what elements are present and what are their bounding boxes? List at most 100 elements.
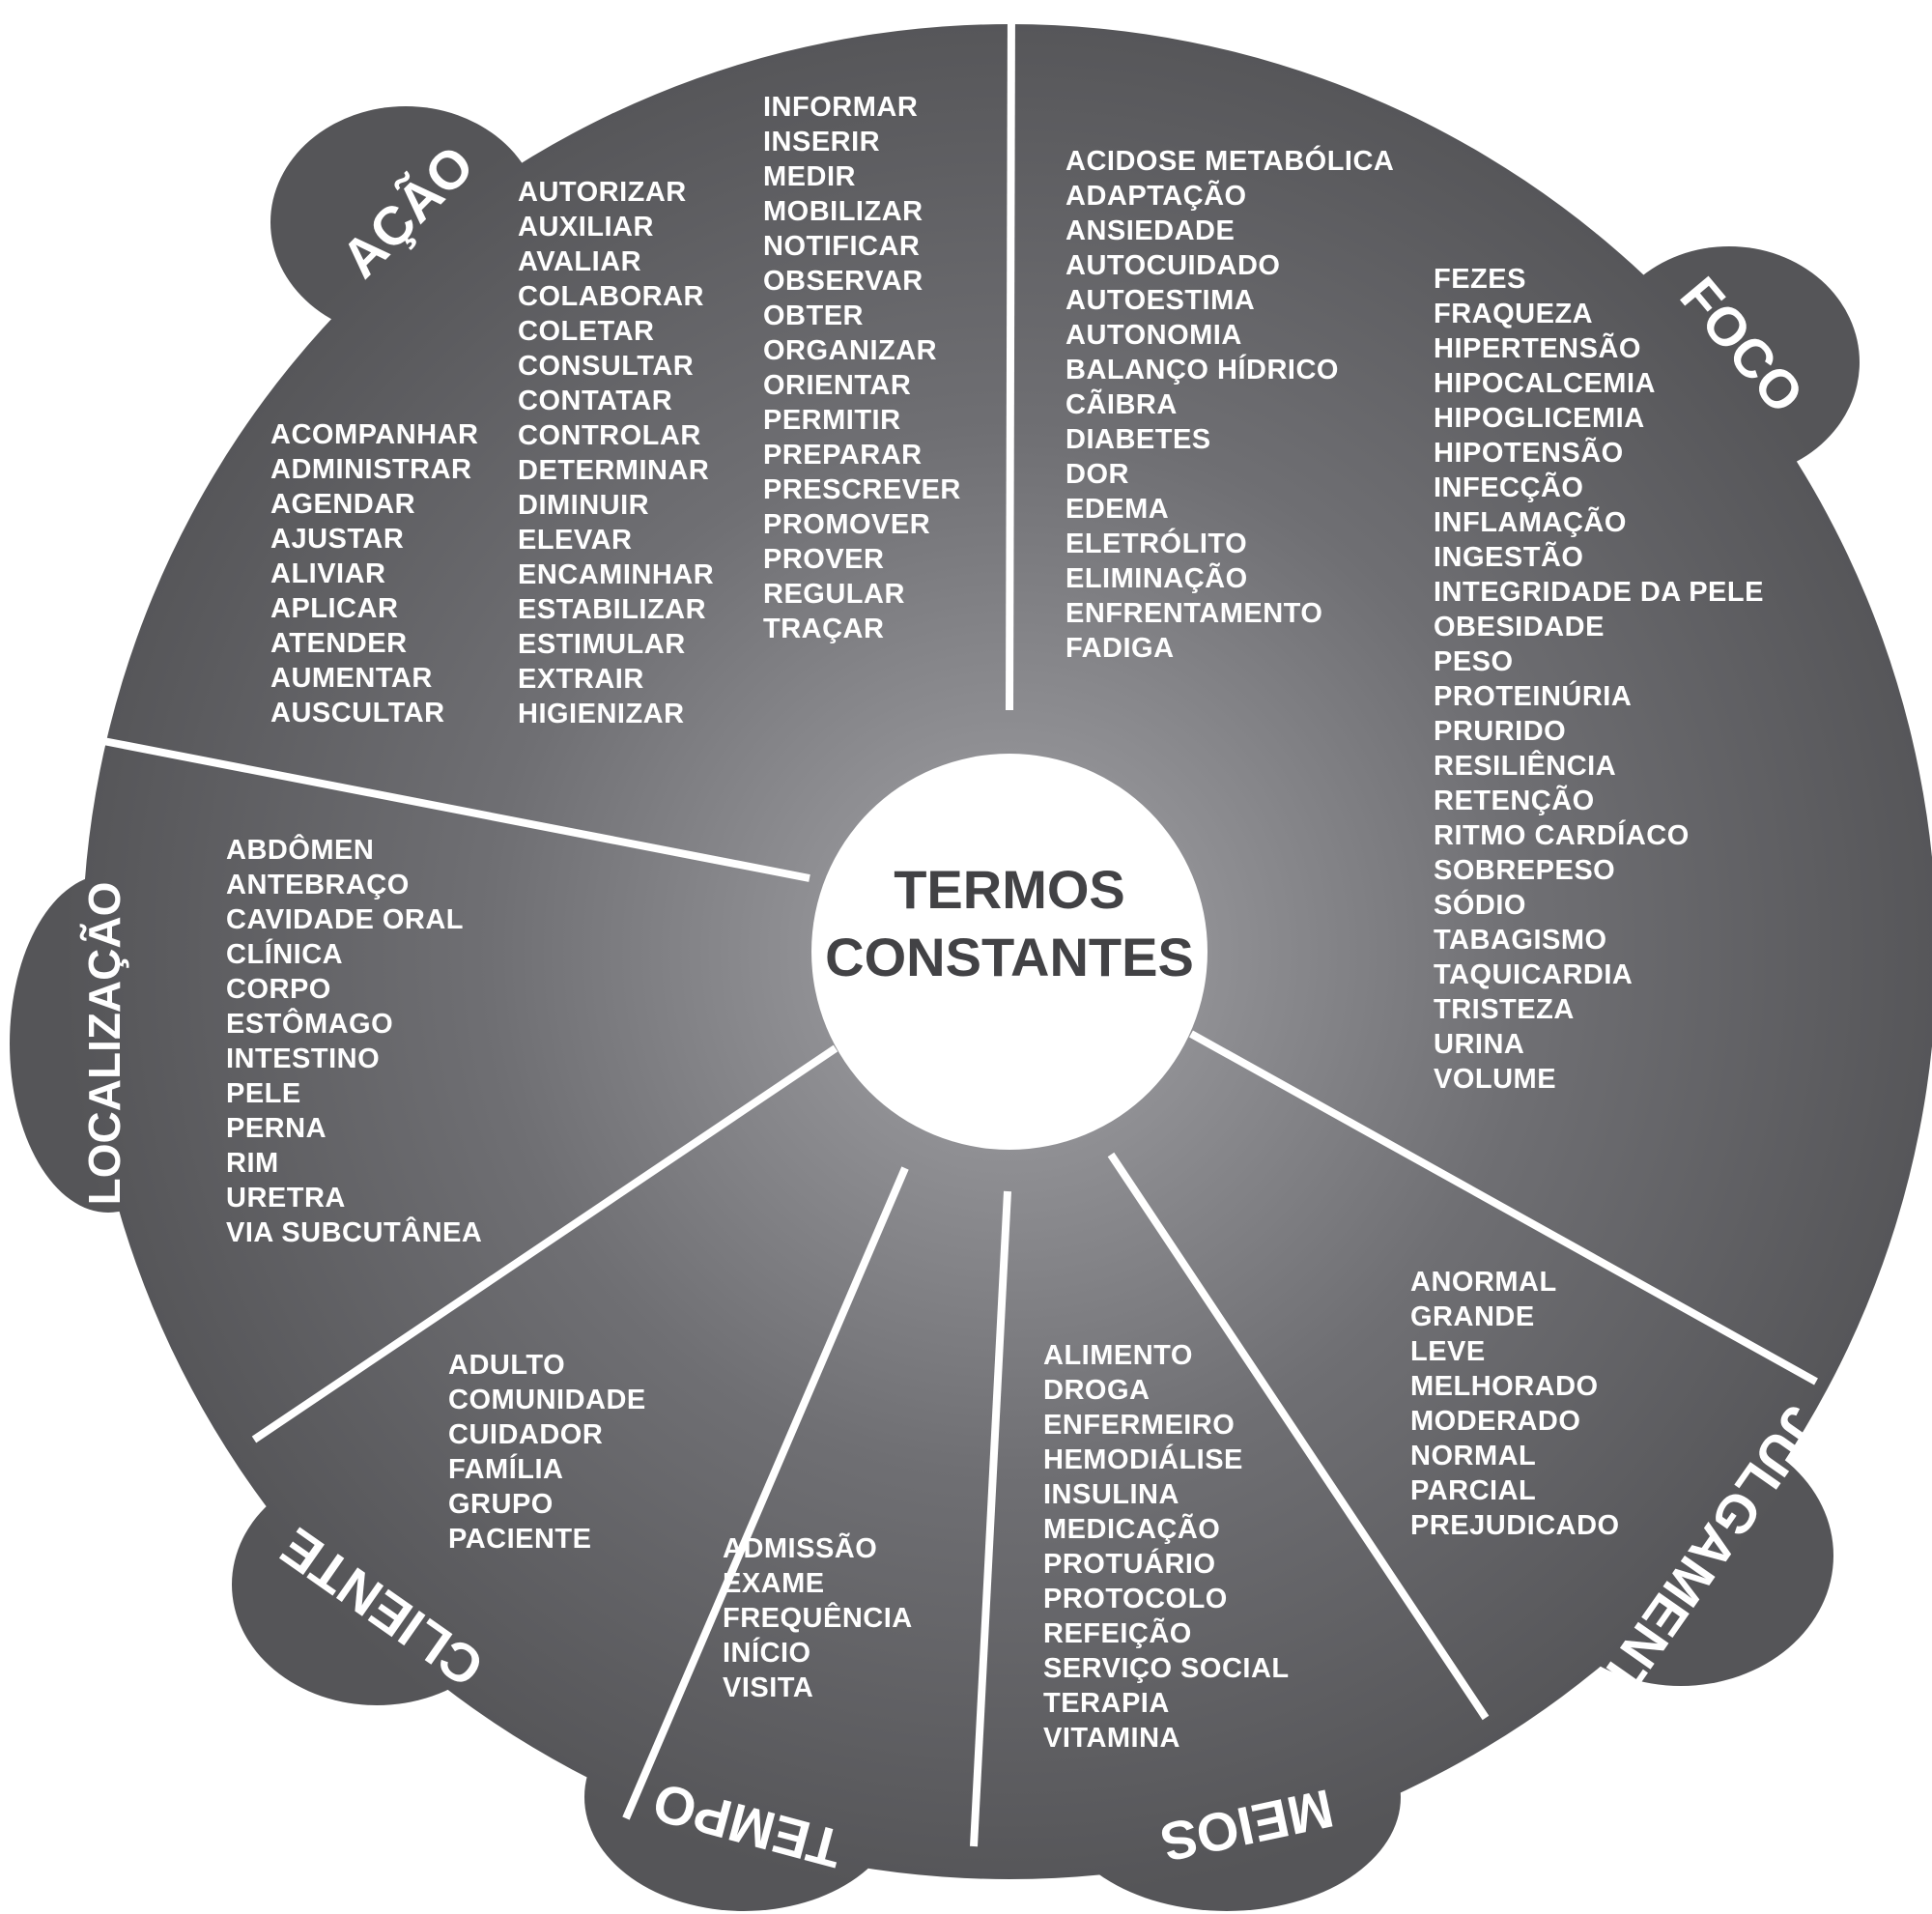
term-foco: SÓDIO (1434, 888, 1526, 921)
divider-acao-foco (1006, 0, 1015, 711)
term-meios: DROGA (1043, 1375, 1150, 1406)
term-acao: AJUSTAR (270, 524, 404, 555)
term-cliente: GRUPO (448, 1489, 554, 1520)
term-meios: TERAPIA (1043, 1688, 1170, 1719)
term-acao: EXTRAIR (518, 664, 644, 695)
term-acao: CONTATAR (518, 386, 672, 416)
term-localizacao: CLÍNICA (226, 937, 343, 970)
term-foco: INGESTÃO (1434, 540, 1583, 573)
term-localizacao: PERNA (226, 1113, 327, 1144)
term-foco: DOR (1065, 459, 1129, 490)
term-meios: ENFERMEIRO (1043, 1410, 1235, 1441)
term-localizacao: VIA SUBCUTÂNEA (226, 1215, 482, 1248)
divider-tempo-cliente (622, 1166, 909, 1820)
term-foco: HIPOTENSÃO (1434, 436, 1624, 469)
term-acao: DETERMINAR (518, 455, 709, 486)
term-meios: PROTUÁRIO (1043, 1547, 1216, 1580)
term-foco: INFLAMAÇÃO (1434, 505, 1627, 538)
term-acao: PERMITIR (763, 405, 901, 436)
terms-meios: ALIMENTODROGAENFERMEIROHEMODIÁLISEINSULI… (1043, 1340, 1289, 1754)
term-julgamento: GRANDE (1410, 1301, 1535, 1332)
term-acao: PRESCREVER (763, 474, 961, 505)
term-localizacao: ANTEBRAÇO (226, 870, 410, 900)
term-meios: ALIMENTO (1043, 1340, 1193, 1371)
term-julgamento: ANORMAL (1410, 1267, 1557, 1298)
term-foco: RETENÇÃO (1434, 784, 1595, 816)
term-localizacao: URETRA (226, 1183, 346, 1214)
term-acao: COLETAR (518, 316, 655, 347)
center-circle (811, 754, 1208, 1150)
term-julgamento: PREJUDICADO (1410, 1510, 1620, 1541)
term-acao: HIGIENIZAR (518, 699, 685, 729)
term-tempo: FREQUÊNCIA (723, 1601, 913, 1634)
term-foco: ELETRÓLITO (1065, 527, 1247, 559)
sector-dividers (102, 0, 1818, 1847)
term-foco: PROTEINÚRIA (1434, 679, 1632, 712)
term-cliente: ADULTO (448, 1350, 565, 1381)
term-localizacao: PELE (226, 1078, 301, 1109)
term-acao: ESTIMULAR (518, 629, 686, 660)
term-acao: AUMENTAR (270, 663, 433, 694)
term-acao: ESTABILIZAR (518, 594, 706, 625)
term-foco: FADIGA (1065, 633, 1175, 664)
term-foco: ANSIEDADE (1065, 215, 1235, 246)
term-acao: AUXILIAR (518, 212, 654, 243)
term-acao: AUTORIZAR (518, 177, 687, 208)
term-foco: HIPOGLICEMIA (1434, 403, 1645, 434)
term-tempo: VISITA (723, 1672, 813, 1703)
term-acao: CONTROLAR (518, 420, 701, 451)
term-julgamento: MELHORADO (1410, 1371, 1599, 1402)
term-foco: AUTOCUIDADO (1065, 250, 1280, 281)
term-meios: MEDICAÇÃO (1043, 1512, 1220, 1545)
term-foco: PESO (1434, 646, 1514, 677)
term-meios: HEMODIÁLISE (1043, 1443, 1243, 1475)
terms-cliente: ADULTOCOMUNIDADECUIDADORFAMÍLIAGRUPOPACI… (448, 1350, 646, 1555)
term-acao: NOTIFICAR (763, 231, 920, 262)
term-tempo: ADMISSÃO (723, 1531, 877, 1564)
divider-meios-tempo (970, 1190, 1011, 1847)
term-localizacao: RIM (226, 1148, 279, 1179)
term-foco: VOLUME (1434, 1064, 1556, 1095)
term-cliente: COMUNIDADE (448, 1385, 646, 1415)
term-foco: ADAPTAÇÃO (1065, 179, 1247, 212)
term-foco: AUTONOMIA (1065, 320, 1242, 351)
divider-julgamento-meios (1107, 1152, 1490, 1721)
term-foco: PRURIDO (1434, 716, 1566, 747)
term-cliente: FAMÍLIA (448, 1452, 564, 1485)
term-localizacao: CAVIDADE ORAL (226, 904, 464, 935)
divider-foco-julgamento (1189, 1030, 1818, 1386)
axis-title-localizacao: LOCALIZAÇÃO (79, 882, 129, 1206)
center-title-line1: TERMOS (894, 859, 1125, 920)
term-acao: OBSERVAR (763, 266, 923, 297)
term-acao: TRAÇAR (763, 614, 884, 644)
tab-localizacao (10, 874, 207, 1213)
tab-meios (1053, 1683, 1401, 1911)
term-tempo: EXAME (723, 1568, 825, 1599)
tab-julgamento (1528, 1425, 1833, 1686)
tab-cliente (232, 1464, 522, 1705)
center-title-line2: CONSTANTES (825, 927, 1194, 987)
term-acao: ORGANIZAR (763, 335, 937, 366)
term-foco: HIPERTENSÃO (1434, 331, 1641, 364)
term-foco: ENFRENTAMENTO (1065, 598, 1322, 629)
term-acao: DIMINUIR (518, 490, 649, 521)
term-foco: SOBREPESO (1434, 855, 1615, 886)
term-acao: PROVER (763, 544, 884, 575)
term-foco: TABAGISMO (1434, 925, 1607, 956)
term-julgamento: PARCIAL (1410, 1475, 1536, 1506)
term-foco: INFECÇÃO (1434, 471, 1583, 503)
term-foco: FRAQUEZA (1434, 299, 1593, 329)
term-foco: ACIDOSE METABÓLICA (1065, 144, 1394, 177)
term-julgamento: MODERADO (1410, 1406, 1580, 1437)
term-acao: OBTER (763, 300, 864, 331)
term-foco: EDEMA (1065, 494, 1169, 525)
term-acao: ENCAMINHAR (518, 559, 714, 590)
term-localizacao: INTESTINO (226, 1043, 380, 1074)
term-acao: ADMINISTRAR (270, 454, 472, 485)
term-acao: PREPARAR (763, 440, 923, 471)
term-acao: PROMOVER (763, 509, 930, 540)
term-acao: MEDIR (763, 161, 856, 192)
term-acao: APLICAR (270, 593, 398, 624)
